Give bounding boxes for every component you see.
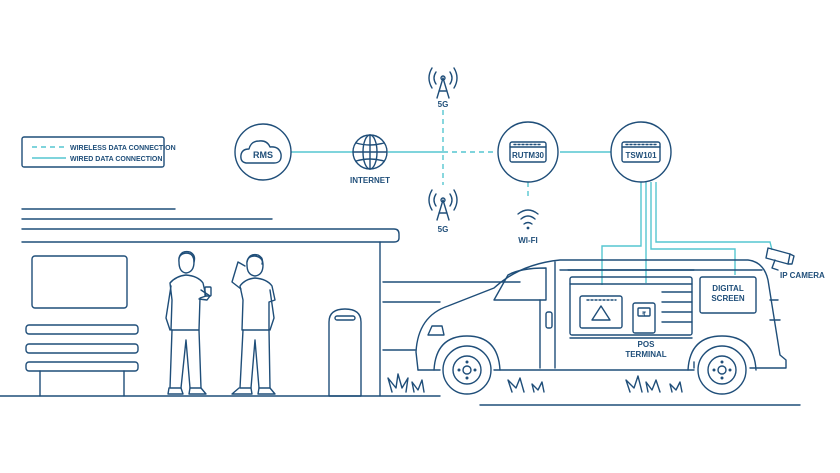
legend-box: [21, 136, 165, 168]
pos-label-line1: POS: [638, 340, 656, 349]
plants: [387, 373, 683, 393]
legend: WIRELESS DATA CONNECTION WIRED DATA CONN…: [21, 136, 176, 168]
wifi-node: WI-FI: [517, 209, 539, 245]
internet-label: INTERNET: [350, 176, 390, 185]
pos-terminal-icon: ₹: [579, 295, 656, 334]
ground: [0, 281, 801, 406]
front-wheel: [433, 335, 501, 395]
digital-screen-label-line1: DIGITAL: [712, 284, 744, 293]
tower-bottom-label: 5G: [438, 225, 449, 234]
svg-text:₹: ₹: [642, 311, 646, 318]
internet-node: INTERNET: [350, 134, 390, 185]
rutm30-label: RUTM30: [512, 151, 545, 160]
tower-top-label: 5G: [438, 100, 449, 109]
rms-node: RMS: [234, 123, 292, 181]
wired-cable-screen: [650, 182, 736, 275]
van-body: [415, 259, 787, 371]
connections: [291, 110, 773, 285]
tsw101-node: TSW101: [610, 121, 672, 183]
cell-tower-icon: [428, 67, 458, 99]
rear-wheel: [687, 335, 757, 395]
van-window: [493, 267, 547, 301]
switch-icon: [621, 141, 661, 163]
tower-top-node: 5G: [428, 67, 458, 109]
bench-icon: [25, 324, 139, 397]
ip-camera-icon: [765, 247, 795, 271]
shelter-poster: [31, 255, 128, 309]
rutm30-circle: [497, 121, 559, 183]
wired-cable-camera: [655, 182, 773, 251]
trash-bin-icon: [328, 308, 362, 397]
rms-label: RMS: [253, 150, 273, 160]
globe-icon: [352, 134, 388, 170]
tower-bottom-node: 5G: [428, 189, 458, 234]
cloud-icon: [240, 140, 282, 164]
bus-shelter: [21, 208, 400, 397]
wired-cable-pos: [601, 182, 642, 285]
wifi-label: WI-FI: [518, 236, 538, 245]
cell-tower-icon: [428, 189, 458, 221]
rutm30-node: RUTM30: [497, 121, 559, 183]
rms-circle: [234, 123, 292, 181]
legend-wired-label: WIRED DATA CONNECTION: [70, 156, 162, 163]
food-truck-icon: ₹: [415, 259, 787, 395]
person-icon: [231, 253, 276, 395]
digital-screen-icon: [699, 276, 757, 314]
tsw101-circle: [610, 121, 672, 183]
tsw101-label: TSW101: [625, 151, 657, 160]
digital-screen-label-line2: SCREEN: [711, 294, 745, 303]
shelter-roof: [21, 228, 400, 243]
person-icon: [165, 250, 212, 395]
pos-label-line2: TERMINAL: [625, 350, 666, 359]
ip-camera-label: IP CAMERA: [780, 271, 825, 280]
router-icon: [509, 141, 547, 163]
legend-wireless-label: WIRELESS DATA CONNECTION: [70, 145, 176, 152]
wifi-icon: [517, 209, 539, 230]
serving-window: [569, 276, 693, 336]
